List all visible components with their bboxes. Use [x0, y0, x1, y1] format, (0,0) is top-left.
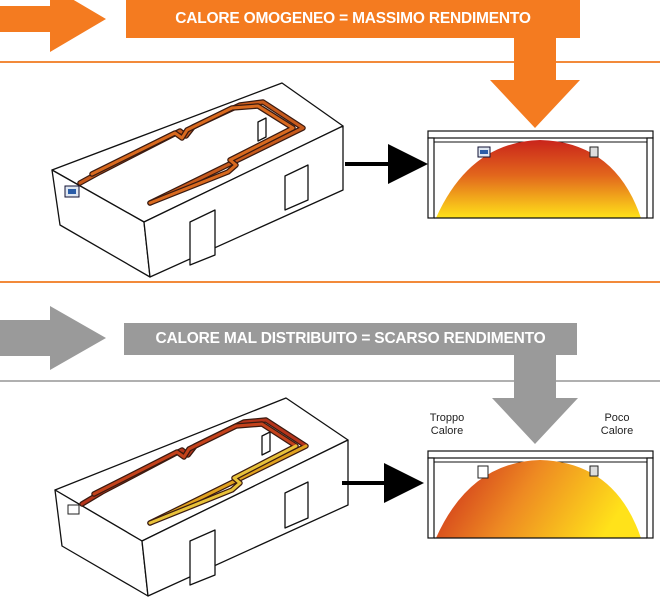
orange-arrow-icon	[0, 0, 106, 52]
gray-down-arrow-icon	[492, 354, 578, 444]
banner-top-text: CALORE OMOGENEO = MASSIMO RENDIMENTO	[175, 10, 531, 27]
banner-calore-omogeneo: CALORE OMOGENEO = MASSIMO RENDIMENTO	[126, 0, 580, 38]
banner-bottom-text: CALORE MAL DISTRIBUITO = SCARSO RENDIMEN…	[155, 330, 546, 347]
heating-pipes-top	[77, 99, 306, 206]
heater-unit-bottom	[67, 504, 80, 515]
section-view-top	[427, 130, 654, 219]
middle-divider	[0, 281, 660, 283]
banner-calore-mal-distribuito: CALORE MAL DISTRIBUITO = SCARSO RENDIMEN…	[124, 323, 577, 355]
top-divider	[0, 61, 660, 63]
orange-down-arrow-icon	[490, 38, 580, 128]
heater-unit-top	[64, 185, 80, 198]
gray-arrow-icon	[0, 306, 106, 370]
heating-pipes-bottom	[79, 417, 309, 526]
building-top	[51, 82, 344, 278]
poco-calore-label: Poco Calore	[600, 412, 634, 437]
bottom-divider	[0, 380, 660, 382]
section-view-bottom	[427, 450, 654, 539]
troppo-calore-label: Troppo Calore	[429, 412, 465, 437]
